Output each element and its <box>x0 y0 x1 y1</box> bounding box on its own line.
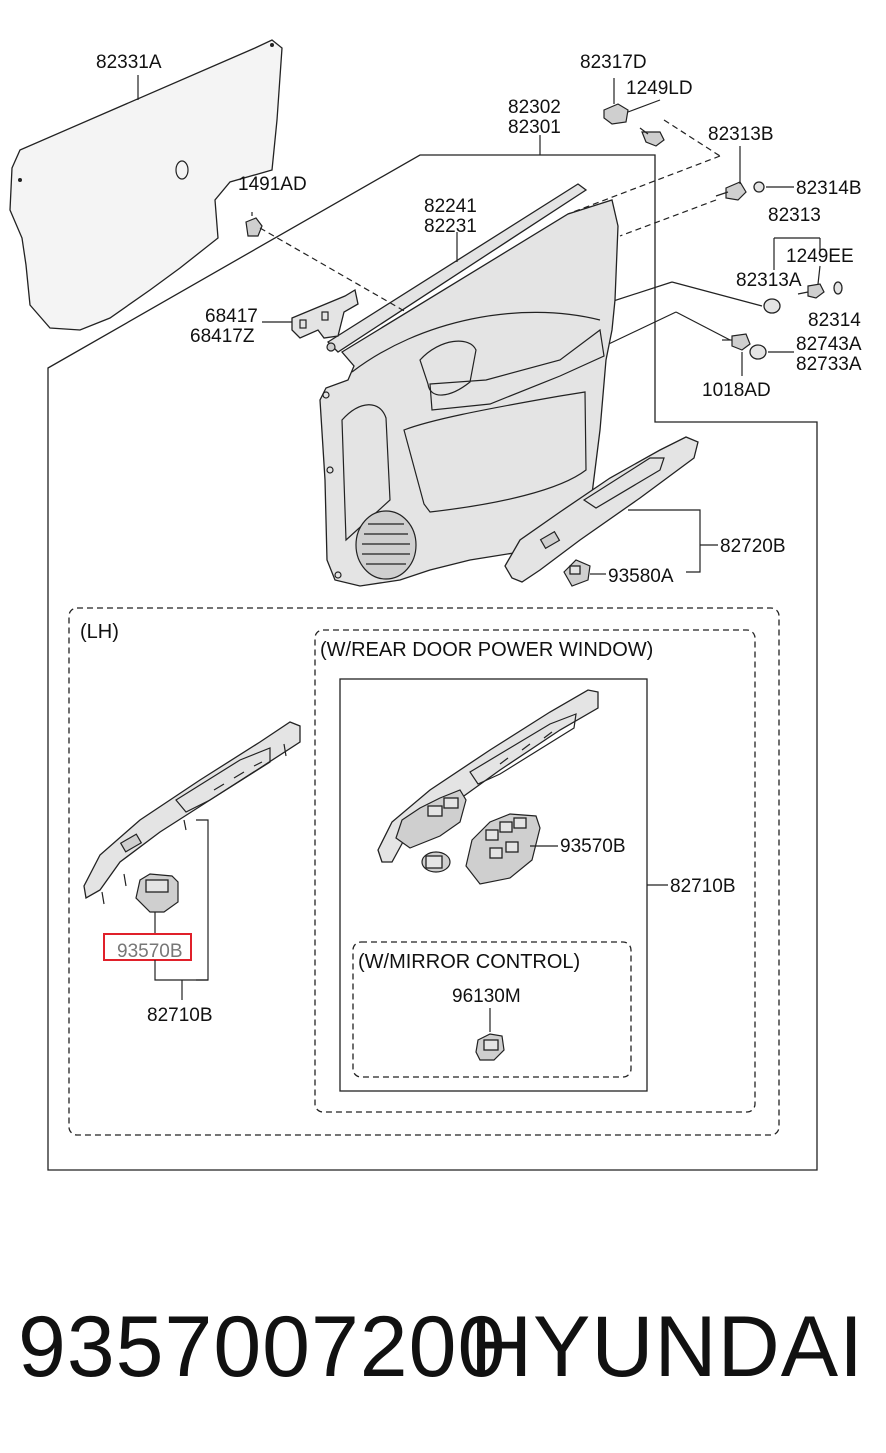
label-82743A: 82743A <box>796 334 862 355</box>
label-82710B-lh: 82710B <box>147 1005 213 1026</box>
label-82733A: 82733A <box>796 354 862 375</box>
label-82302: 82302 <box>508 97 561 118</box>
door-trim-panel <box>319 199 619 587</box>
sealing-film-82331A <box>9 39 283 331</box>
label-96130M: 96130M <box>452 986 521 1007</box>
screw-1249LD <box>639 127 665 147</box>
label-93580A: 93580A <box>608 566 674 587</box>
label-82313: 82313 <box>768 205 821 226</box>
label-93570B-lh: 93570B <box>117 941 183 962</box>
brand-name: HYUNDAI <box>469 1299 864 1395</box>
group-rear-power-window <box>314 629 756 1113</box>
label-1249EE: 1249EE <box>786 246 854 267</box>
label-82720B: 82720B <box>720 536 786 557</box>
label-82241: 82241 <box>424 196 477 217</box>
label-68417Z: 68417Z <box>190 326 255 347</box>
label-82231: 82231 <box>424 216 477 237</box>
label-1491AD: 1491AD <box>238 174 307 195</box>
part-number: 9357007200 <box>18 1299 507 1395</box>
label-68417: 68417 <box>205 306 258 327</box>
fastener-82313B <box>715 181 747 201</box>
highlight-93570B <box>103 933 192 961</box>
group-label-lh: (LH) <box>80 621 119 643</box>
clip-1491AD <box>245 212 263 237</box>
cap-82313A <box>763 298 781 314</box>
label-1249LD: 1249LD <box>626 78 693 99</box>
handle-bracket-82317D <box>603 78 629 125</box>
grommet-82314B <box>753 181 765 193</box>
group-lh <box>68 607 780 1136</box>
label-93570B-main: 93570B <box>560 836 626 857</box>
switch-93580A <box>563 559 591 587</box>
cap-82743A <box>749 344 767 360</box>
group-label-mirror-control: (W/MIRROR CONTROL) <box>358 951 580 973</box>
label-82313A: 82313A <box>736 270 802 291</box>
group-label-rear-power-window: (W/REAR DOOR POWER WINDOW) <box>320 639 653 661</box>
label-82331A: 82331A <box>96 52 162 73</box>
label-82710B-main: 82710B <box>670 876 736 897</box>
label-82314B: 82314B <box>796 178 862 199</box>
group-mirror-control <box>352 941 632 1078</box>
armrest-82720B <box>504 436 699 583</box>
rear-window-switch-93570B <box>465 813 541 885</box>
bracket-68417 <box>291 288 359 339</box>
screw-1018AD <box>722 333 751 351</box>
footer: 9357007200 HYUNDAI <box>0 1290 886 1410</box>
label-82317D: 82317D <box>580 52 647 73</box>
label-82301: 82301 <box>508 117 561 138</box>
label-1018AD: 1018AD <box>702 380 771 401</box>
grommet-82314 <box>833 281 843 295</box>
mirror-switch-96130M <box>475 1033 505 1061</box>
frame-rear-power-window <box>339 678 648 1092</box>
bezel-switch-assy <box>395 789 467 873</box>
lh-armrest-82710B <box>83 721 301 905</box>
label-82313B: 82313B <box>708 124 774 145</box>
screw-1249EE <box>797 283 825 299</box>
label-82314: 82314 <box>808 310 861 331</box>
lh-window-switch-93570B <box>135 873 179 913</box>
weatherstrip-82241 <box>326 183 588 353</box>
